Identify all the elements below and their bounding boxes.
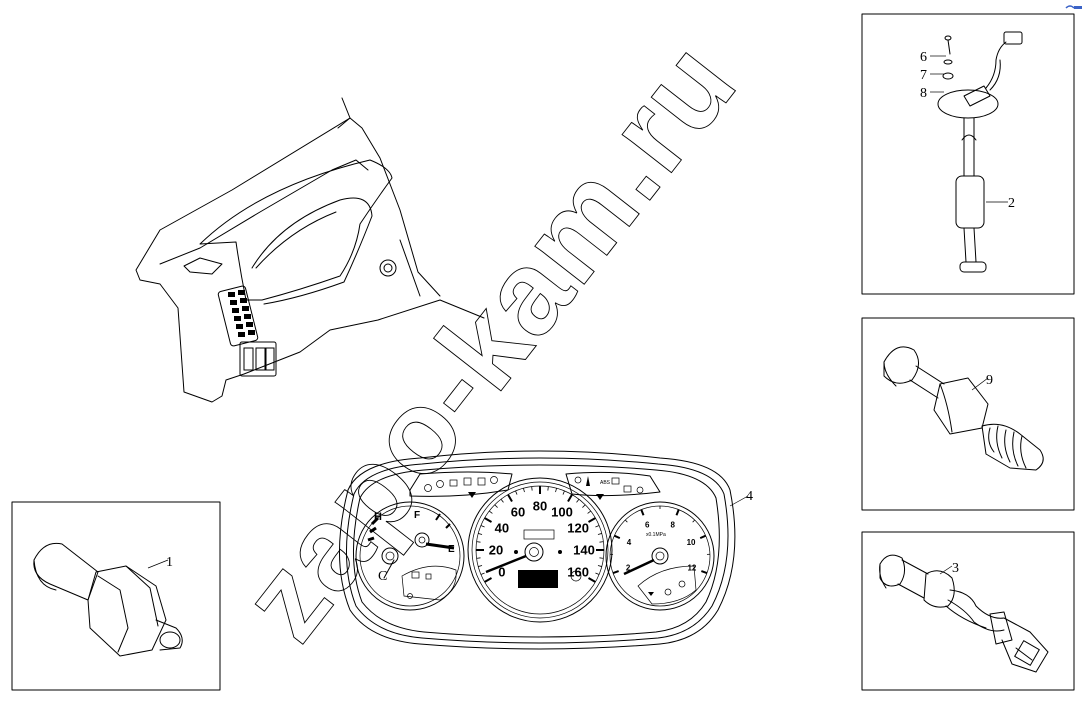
fuel-sender-box: 2 6 7 8: [861, 13, 1075, 295]
pressure-tick-labels: 2 4 6 8 10 12: [626, 520, 697, 572]
minor-tick: [480, 572, 485, 575]
minor-tick: [576, 498, 580, 503]
pressure-unit: x0.1MPa: [646, 532, 666, 538]
major-tick: [507, 494, 513, 503]
callout-1: 1: [166, 555, 173, 570]
major-tick: [675, 509, 680, 516]
tick-label: 4: [627, 538, 632, 547]
tick-label: 140: [573, 543, 595, 558]
major-tick: [701, 570, 708, 575]
minor-tick: [599, 541, 604, 543]
oil-sensor-box: 9: [861, 317, 1075, 511]
minor-tick: [595, 572, 600, 575]
fuel-sender-drawing: [937, 31, 1023, 273]
minor-tick: [555, 488, 557, 493]
odometer-display: [518, 570, 558, 588]
pressure-gauge: 2 4 6 8 10 12 x0.1MPa: [605, 501, 715, 611]
callout-3-leader: [939, 565, 953, 575]
tick-label: 160: [567, 565, 589, 580]
temp-fuel-gauge: H C F E: [355, 501, 465, 611]
minor-tick: [562, 490, 565, 495]
warning-icons-right: ABS: [574, 476, 644, 500]
speedo-tick-marks: [476, 486, 604, 583]
abs-indicator: ABS: [600, 480, 611, 486]
callout-9: 9: [986, 373, 993, 388]
minor-tick: [476, 541, 481, 543]
tick-label: 2: [626, 563, 631, 572]
minor-tick: [531, 486, 533, 491]
major-tick: [640, 509, 645, 516]
minor-tick: [692, 519, 696, 523]
minor-tick: [624, 519, 628, 523]
minor-tick: [488, 510, 493, 514]
pressure-tick-marks: [610, 506, 710, 575]
callout-7: 7: [920, 68, 927, 83]
callout-9-leader: [971, 377, 989, 391]
temp-sensor-drawing: [33, 542, 183, 657]
minor-tick: [478, 533, 483, 535]
temp-cold-label: C: [378, 569, 387, 584]
dashboard-panel: [135, 97, 485, 403]
corner-logo: [1065, 5, 1082, 9]
minor-tick: [595, 525, 600, 528]
instrument-cluster: ABS H C F E: [339, 450, 753, 650]
major-tick: [587, 577, 596, 583]
major-tick: [484, 517, 493, 523]
tick-label: 100: [551, 504, 573, 519]
major-tick: [613, 534, 621, 540]
major-tick: [699, 534, 707, 540]
minor-tick: [547, 486, 549, 491]
callout-6: 6: [920, 50, 927, 65]
minor-tick: [599, 557, 604, 559]
tick-label: 40: [495, 521, 509, 536]
fuel-full-label: F: [414, 510, 420, 521]
minor-tick: [587, 510, 592, 514]
temp-sensor-box: 1: [11, 501, 221, 691]
minor-tick: [515, 490, 518, 495]
callout-4: 4: [746, 489, 753, 504]
tick-label: 10: [687, 538, 696, 547]
callout-4-leader: [729, 495, 749, 507]
tick-label: 0: [498, 565, 505, 580]
callout-1-leader: [147, 559, 169, 569]
speed-sensor-drawing: [879, 554, 1049, 673]
warning-icons-left: [424, 476, 498, 498]
oil-sensor-drawing: [883, 346, 1044, 471]
major-tick: [612, 570, 619, 575]
speed-sensor-box: 3: [861, 531, 1075, 691]
temp-hot-label: H: [374, 511, 382, 523]
tick-label: 120: [567, 521, 589, 536]
callout-3: 3: [952, 561, 959, 576]
fuel-empty-label: E: [448, 544, 455, 555]
tick-label: 12: [687, 563, 696, 572]
minor-tick: [476, 557, 481, 559]
major-tick: [587, 517, 596, 523]
tick-label: 6: [645, 520, 650, 529]
tick-label: 8: [671, 520, 676, 529]
callout-8: 8: [920, 86, 927, 101]
tick-label: 20: [489, 543, 503, 558]
minor-tick: [597, 565, 602, 567]
minor-tick: [500, 498, 504, 503]
minor-tick: [494, 504, 498, 508]
tick-label: 80: [533, 499, 547, 514]
minor-tick: [597, 533, 602, 535]
minor-tick: [480, 525, 485, 528]
major-tick: [567, 494, 573, 503]
major-tick: [484, 577, 493, 583]
switch-buttons: [228, 290, 275, 371]
tick-label: 60: [511, 504, 525, 519]
callout-2: 2: [1008, 196, 1015, 211]
minor-tick: [523, 488, 525, 493]
minor-tick: [582, 504, 586, 508]
minor-tick: [478, 565, 483, 567]
